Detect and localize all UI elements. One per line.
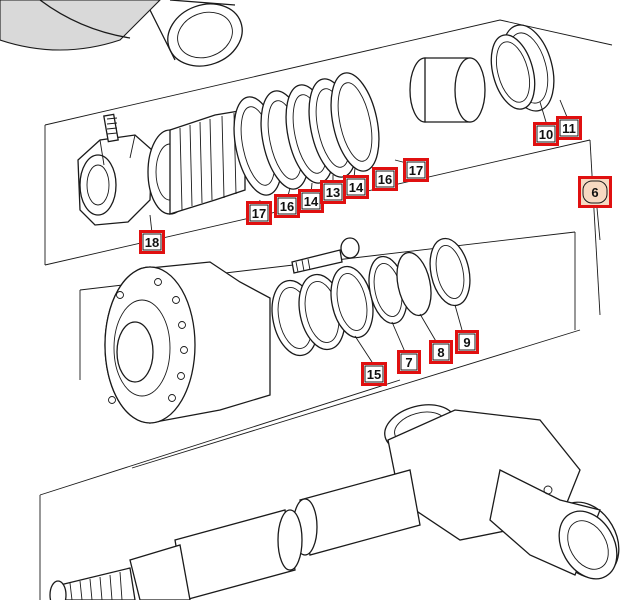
callout-10-text: 10 (539, 127, 553, 142)
callout-17-right-text: 17 (409, 163, 423, 178)
callout-16-right-text: 16 (378, 172, 392, 187)
lower-panel-frame (39, 379, 401, 600)
callout-15-text: 15 (367, 367, 381, 382)
callout-7: 7 (397, 350, 421, 374)
callout-14-right-text: 14 (349, 180, 364, 195)
sleeve-part (409, 57, 486, 123)
seal-stack (233, 72, 380, 196)
callout-9: 9 (455, 330, 479, 354)
callout-18-text: 18 (145, 235, 159, 250)
callout-11: 11 (556, 116, 582, 140)
callout-11-text: 11 (562, 121, 576, 136)
callout-6: 6 (578, 176, 612, 208)
bolt (291, 237, 360, 274)
piston-body (147, 109, 246, 215)
callout-16-left-text: 16 (280, 199, 294, 214)
callout-6-text: 6 (591, 185, 598, 200)
callout-8-text: 8 (437, 345, 444, 360)
middle-rings (271, 237, 471, 357)
callout-16-left: 16 (274, 194, 300, 218)
callout-17-right: 17 (403, 158, 429, 182)
lock-nut (77, 113, 153, 226)
callout-16-right: 16 (372, 167, 398, 191)
callout-8: 8 (429, 340, 453, 364)
leader-lines-middle (354, 304, 463, 363)
piston-head-flange (104, 261, 271, 424)
callout-14-left-text: 14 (304, 194, 319, 209)
piston-rod (49, 469, 421, 600)
callout-17-left: 17 (246, 201, 272, 225)
callout-14-right: 14 (343, 175, 369, 199)
leader-line-6 (596, 207, 601, 241)
cylinder-barrel-top (0, 0, 243, 67)
callout-13: 13 (320, 180, 346, 204)
callout-9-text: 9 (463, 335, 470, 350)
callout-13-text: 13 (326, 185, 340, 200)
callout-7-text: 7 (405, 355, 412, 370)
rod-eye (384, 404, 620, 580)
ring-pair-10-11 (490, 24, 555, 112)
callout-18: 18 (139, 230, 165, 254)
callout-17-left-text: 17 (252, 206, 266, 221)
callout-15: 15 (361, 362, 387, 386)
